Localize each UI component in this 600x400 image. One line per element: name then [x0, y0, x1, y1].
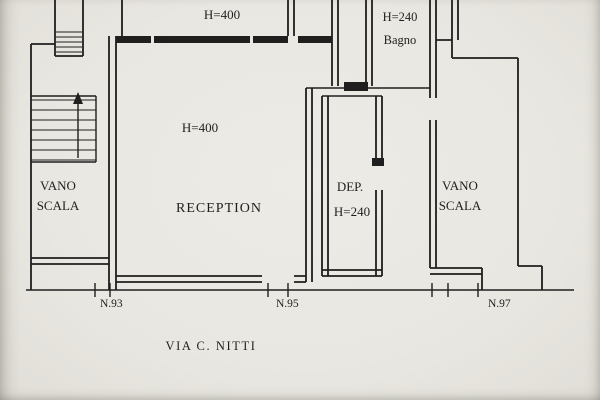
stair-side-line	[31, 96, 97, 163]
wall-reception-right	[305, 88, 313, 282]
label-street-number-97: N.97	[488, 298, 511, 310]
stair-treads-top	[56, 31, 82, 53]
wall-right-outer	[436, 39, 543, 290]
wall-jamb-bagno	[344, 82, 368, 91]
walls-dep-room	[321, 95, 384, 277]
door-ticks	[94, 283, 479, 297]
walls-group	[26, 0, 574, 297]
wall-top-verticals	[121, 0, 339, 86]
stair-direction-arrow-icon	[73, 92, 83, 158]
wall-bagno-right	[429, 0, 437, 268]
label-main-height: H=400	[182, 120, 218, 135]
wall-band-reception-top	[116, 36, 332, 43]
label-street-name: VIA C. NITTI	[165, 339, 256, 353]
label-stairwell-right-2: SCALA	[439, 198, 482, 213]
label-bagno-height: H=240	[383, 10, 418, 24]
stair-treads-left	[31, 99, 96, 161]
wall-stairwell-left-bottom	[31, 257, 109, 265]
wall-jamb-dep-door	[372, 158, 384, 166]
label-dep-height: H=240	[334, 204, 370, 219]
label-dep-name: DEP.	[337, 179, 363, 194]
stair-box-top-left	[54, 0, 84, 57]
label-stairwell-left-2: SCALA	[37, 198, 80, 213]
label-street-number-93: N.93	[100, 298, 123, 310]
wall-right-bottom	[430, 267, 483, 290]
label-reception: RECEPTION	[176, 201, 262, 216]
wall-left-outer	[30, 43, 55, 290]
wall-right-top-verticals	[451, 0, 459, 40]
label-stairwell-left-1: VANO	[40, 178, 76, 193]
label-bagno-name: Bagno	[384, 33, 417, 47]
label-street-number-95: N.95	[276, 298, 299, 310]
labels-group: H=400 H=240 Bagno H=400 VANO SCALA RECEP…	[37, 7, 511, 353]
wall-reception-bottom	[116, 275, 306, 283]
wall-bagno-left	[365, 0, 373, 86]
wall-reception-left	[108, 36, 117, 290]
label-top-room-height: H=400	[204, 7, 240, 22]
label-stairwell-right-1: VANO	[442, 178, 478, 193]
